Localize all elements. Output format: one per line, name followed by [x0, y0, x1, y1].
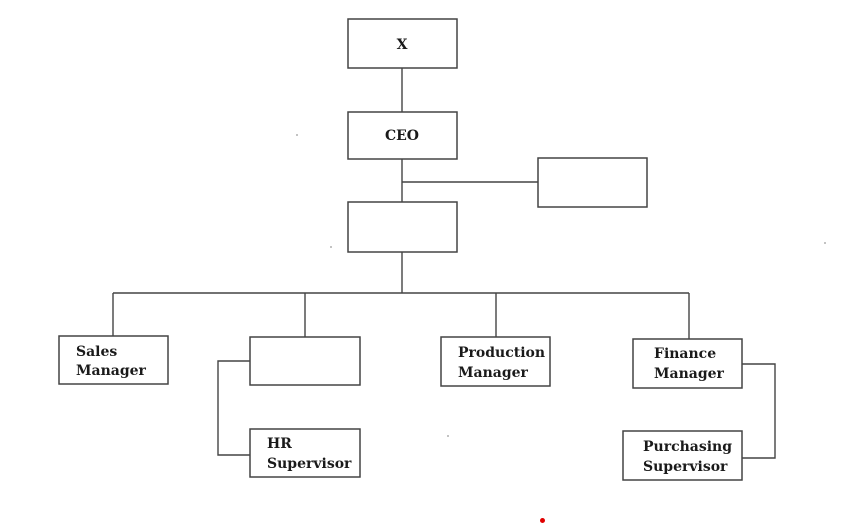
box-hr-supervisor: HR Supervisor: [249, 428, 361, 478]
box-sales-manager: Sales Manager: [58, 335, 169, 385]
red-dot-marker: [540, 518, 545, 523]
org-chart-svg: X CEO Sales Manager HR Supervisor Prod: [58, 18, 826, 481]
bottom-margin: [0, 492, 844, 526]
sales-manager-line-1: Sales: [76, 344, 117, 360]
finance-manager-line-2: Manager: [654, 366, 725, 382]
connector-hr: [217, 360, 250, 456]
hr-supervisor-line-2: Supervisor: [267, 456, 352, 472]
scan-speck-4: [824, 242, 826, 244]
production-manager-line-2: Manager: [458, 365, 529, 381]
box-mid-blank: [347, 201, 458, 253]
hr-supervisor-line-1: HR: [267, 436, 292, 452]
sales-manager-line-2: Manager: [76, 363, 147, 379]
box-production-manager: Production Manager: [440, 336, 551, 387]
production-manager-line-1: Production: [458, 345, 545, 361]
scan-speck-1: [296, 134, 298, 136]
box-x-label: X: [397, 37, 408, 53]
box-x: X: [347, 18, 458, 69]
purchasing-supervisor-line-2: Supervisor: [643, 459, 728, 475]
box-blank-manager: [249, 336, 361, 386]
org-chart: X CEO Sales Manager HR Supervisor Prod: [58, 18, 826, 481]
box-purchasing-supervisor: Purchasing Supervisor: [622, 430, 743, 481]
connector-purchasing: [742, 363, 776, 459]
box-finance-manager: Finance Manager: [632, 338, 743, 389]
box-ceo: CEO: [347, 111, 458, 160]
box-ceo-label: CEO: [385, 128, 419, 144]
scan-speck-3: [447, 435, 449, 437]
finance-manager-line-1: Finance: [654, 346, 716, 362]
scan-speck-2: [330, 246, 332, 248]
box-side-blank: [537, 157, 648, 208]
purchasing-supervisor-line-1: Purchasing: [643, 439, 732, 455]
